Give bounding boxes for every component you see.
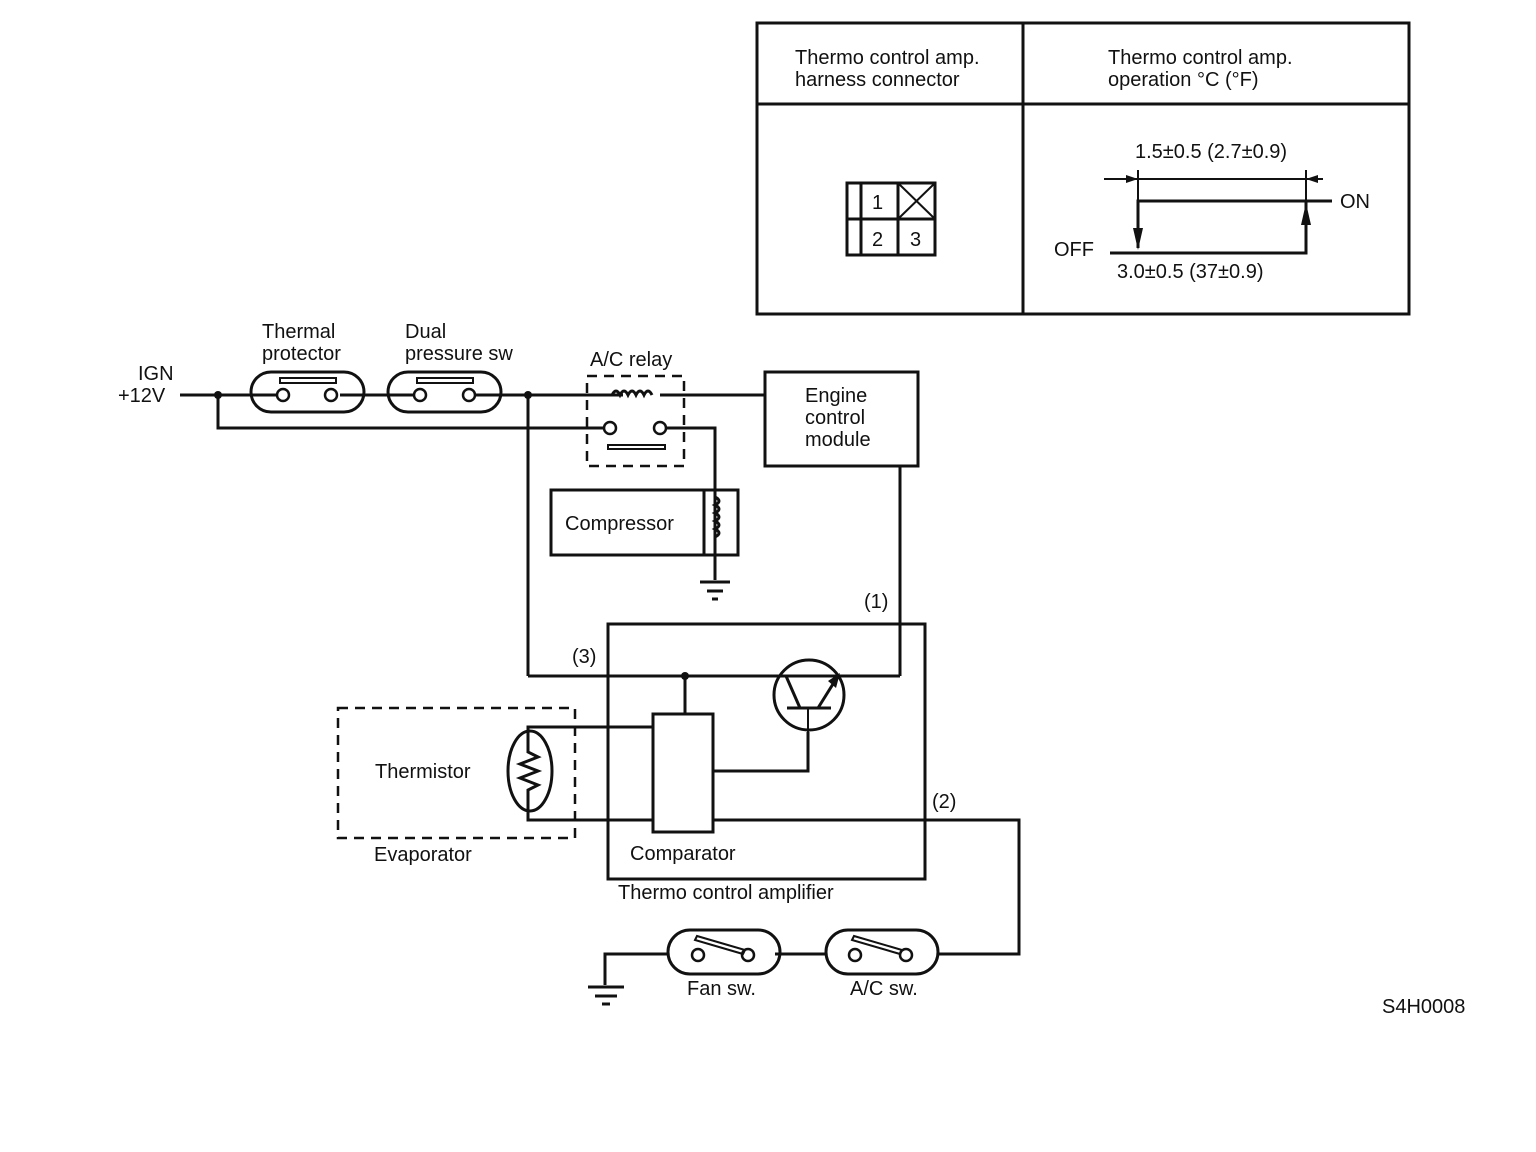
amplifier-label: Thermo control amplifier (618, 882, 834, 904)
comparator-block (651, 712, 715, 834)
figure-id: S4H0008 (1382, 996, 1465, 1018)
pin-2-label: 2 (872, 229, 883, 251)
compressor: Compressor (549, 488, 740, 557)
ac-relay-label: A/C relay (590, 349, 672, 371)
fan-switch-label: Fan sw. (687, 978, 756, 1000)
ecm-label-1: Engine (805, 385, 867, 407)
ecm-label-2: control (805, 407, 865, 429)
col2-header-line2: operation °C (°F) (1108, 69, 1259, 91)
fan-switch: Fan sw. (666, 928, 782, 1000)
col1-header-line1: Thermo control amp. (795, 47, 980, 69)
pin-3-label: 3 (910, 229, 921, 251)
dual-pressure-label-1: Dual (405, 321, 446, 343)
compressor-label: Compressor (565, 513, 674, 535)
ground-icon (588, 985, 624, 1006)
threshold-label: 3.0±0.5 (37±0.9) (1117, 261, 1263, 283)
dual-pressure-switch: Dual pressure sw (386, 321, 513, 414)
hysteresis-graph: 1.5±0.5 (2.7±0.9) ON OFF 3.0±0.5 (37±0.9… (1054, 141, 1370, 283)
ac-relay: A/C relay (585, 349, 686, 468)
col1-header-line2: harness connector (795, 69, 960, 91)
off-label: OFF (1054, 239, 1094, 261)
col2-header-line1: Thermo control amp. (1108, 47, 1293, 69)
on-label: ON (1340, 191, 1370, 213)
compressor-clutch-coil-icon (711, 495, 721, 539)
thermistor-icon (506, 729, 554, 813)
comparator-label: Comparator (630, 843, 736, 865)
wires (180, 391, 1021, 985)
ground-icon (700, 580, 730, 601)
pin-3-callout: (3) (572, 646, 596, 668)
pin-2-callout: (2) (932, 791, 956, 813)
pin-1-callout: (1) (864, 591, 888, 613)
thermal-protector-label-1: Thermal (262, 321, 335, 343)
transistor-icon (772, 658, 846, 732)
thermal-protector: Thermal protector (249, 321, 366, 414)
ecm-label-3: module (805, 429, 871, 451)
dim-arrow-right-icon (1306, 175, 1318, 183)
dual-pressure-label-2: pressure sw (405, 343, 513, 365)
hysteresis-label: 1.5±0.5 (2.7±0.9) (1135, 141, 1287, 163)
engine-control-module: Engine control module (763, 370, 920, 468)
ac-switch: A/C sw. (824, 928, 940, 1000)
off-arrow-icon (1133, 228, 1143, 250)
thermistor-label: Thermistor (375, 761, 471, 783)
evaporator: Thermistor Evaporator (336, 706, 577, 866)
thermo-control-amplifier: Comparator Thermo control amplifier (606, 622, 927, 904)
dim-arrow-left-icon (1126, 175, 1138, 183)
spec-table: Thermo control amp. harness connector Th… (755, 21, 1411, 316)
table-border (755, 21, 1411, 316)
pin-1-label: 1 (872, 192, 883, 214)
harness-connector-icon: 1 2 3 (845, 181, 937, 257)
ac-switch-label: A/C sw. (850, 978, 918, 1000)
on-arrow-icon (1301, 203, 1311, 225)
thermal-protector-label-2: protector (262, 343, 341, 365)
relay-coil-icon (610, 389, 654, 399)
evaporator-label: Evaporator (374, 844, 472, 866)
ign-voltage-label: +12V (118, 385, 166, 407)
ign-label: IGN (138, 363, 174, 385)
